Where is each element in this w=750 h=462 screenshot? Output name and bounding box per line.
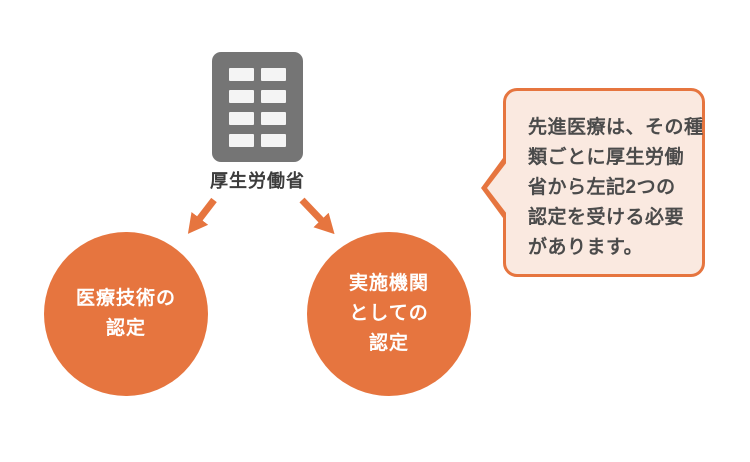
circle-label-line: としての — [349, 303, 429, 324]
bubble-text-line: 類ごとに厚生労働 — [528, 147, 685, 168]
bubble-text-line: 先進医療は、その種 — [528, 117, 704, 138]
building-window — [261, 68, 286, 81]
bubble-text-line: 省から左記2つの — [528, 177, 676, 198]
down-left-arrow-icon — [187, 197, 217, 234]
building-window — [229, 68, 254, 81]
building-window — [261, 134, 286, 147]
building-window — [261, 90, 286, 103]
bubble-text-line: があります。 — [528, 237, 644, 258]
circle-label-line: 認定 — [368, 333, 409, 354]
circle-label-line: 医療技術の — [75, 288, 176, 309]
building-window — [261, 112, 286, 125]
circle-medical-technology-certification: 医療技術の 認定 — [44, 232, 208, 396]
ministry-label: 厚生労働省 — [210, 171, 305, 191]
circle-label-line: 認定 — [105, 318, 146, 339]
building-window — [229, 134, 254, 147]
building-window — [229, 90, 254, 103]
down-right-arrow-icon — [299, 197, 335, 235]
arrows — [187, 197, 335, 235]
building-window — [229, 112, 254, 125]
bubble-text-line: 認定を受ける必要 — [528, 207, 685, 228]
circle-implementing-institution-certification: 実施機関 としての 認定 — [307, 232, 471, 396]
ministry-building-icon — [212, 52, 303, 162]
speech-bubble: 先進医療は、その種 類ごとに厚生労働 省から左記2つの 認定を受ける必要 があり… — [481, 88, 705, 277]
speech-bubble-tail-fill — [487, 162, 507, 214]
circle-label-line: 実施機関 — [348, 273, 429, 294]
